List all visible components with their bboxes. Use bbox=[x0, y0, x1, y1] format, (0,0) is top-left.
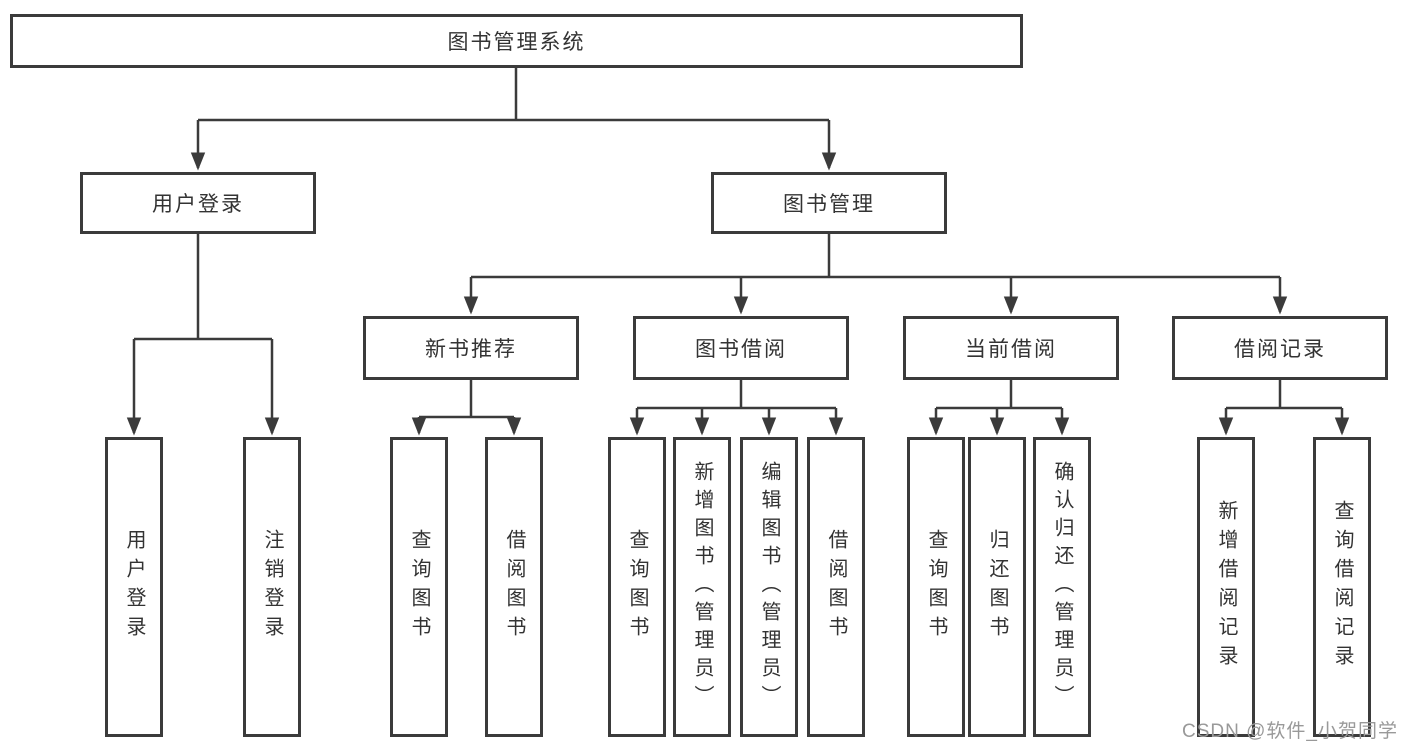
node-user-login: 用户登录 bbox=[80, 172, 316, 234]
leaf-query-borrow-record: 查询借阅记录 bbox=[1313, 437, 1371, 737]
node-root: 图书管理系统 bbox=[10, 14, 1023, 68]
leaf-recommend-borrow-books-label: 借阅图书 bbox=[503, 529, 525, 645]
connector-book-management bbox=[463, 234, 1288, 315]
connector-current-borrow bbox=[928, 380, 1070, 436]
leaf-edit-book-admin: 编辑图书（管理员） bbox=[740, 437, 798, 737]
leaf-return-book: 归还图书 bbox=[968, 437, 1026, 737]
leaf-query-borrow-record-label: 查询借阅记录 bbox=[1331, 500, 1353, 674]
leaf-recommend-borrow-books: 借阅图书 bbox=[485, 437, 543, 737]
node-book-borrow: 图书借阅 bbox=[633, 316, 849, 380]
connector-new-book-recommend bbox=[411, 380, 522, 436]
watermark: CSDN @软件_小贺同学 bbox=[1182, 721, 1398, 742]
leaf-confirm-return-admin: 确认归还（管理员） bbox=[1033, 437, 1091, 737]
leaf-add-borrow-record: 新增借阅记录 bbox=[1197, 437, 1255, 737]
connector-root bbox=[190, 68, 837, 171]
leaf-add-borrow-record-label: 新增借阅记录 bbox=[1215, 500, 1237, 674]
connector-book-borrow bbox=[629, 380, 844, 436]
connector-borrow-records bbox=[1218, 380, 1350, 436]
leaf-add-book-admin: 新增图书（管理员） bbox=[673, 437, 731, 737]
leaf-user-login: 用户登录 bbox=[105, 437, 163, 737]
node-new-book-recommend-label: 新书推荐 bbox=[425, 338, 517, 361]
node-root-label: 图书管理系统 bbox=[447, 31, 586, 54]
leaf-borrow-books: 借阅图书 bbox=[807, 437, 865, 737]
node-book-borrow-label: 图书借阅 bbox=[695, 338, 787, 361]
leaf-borrow-query-books-label: 查询图书 bbox=[626, 529, 648, 645]
node-borrow-records: 借阅记录 bbox=[1172, 316, 1388, 380]
leaf-logout: 注销登录 bbox=[243, 437, 301, 737]
leaf-borrow-query-books: 查询图书 bbox=[608, 437, 666, 737]
leaf-user-login-label: 用户登录 bbox=[123, 529, 145, 645]
leaf-current-query-books: 查询图书 bbox=[907, 437, 965, 737]
leaf-edit-book-admin-label: 编辑图书（管理员） bbox=[758, 461, 780, 713]
node-new-book-recommend: 新书推荐 bbox=[363, 316, 579, 380]
node-current-borrow: 当前借阅 bbox=[903, 316, 1119, 380]
leaf-logout-label: 注销登录 bbox=[261, 529, 283, 645]
leaf-return-book-label: 归还图书 bbox=[986, 529, 1008, 645]
leaf-recommend-query-books-label: 查询图书 bbox=[408, 529, 430, 645]
leaf-recommend-query-books: 查询图书 bbox=[390, 437, 448, 737]
node-book-management: 图书管理 bbox=[711, 172, 947, 234]
node-current-borrow-label: 当前借阅 bbox=[965, 338, 1057, 361]
leaf-borrow-books-label: 借阅图书 bbox=[825, 529, 847, 645]
connector-user-login bbox=[126, 234, 280, 436]
node-borrow-records-label: 借阅记录 bbox=[1234, 338, 1326, 361]
leaf-add-book-admin-label: 新增图书（管理员） bbox=[691, 461, 713, 713]
node-book-management-label: 图书管理 bbox=[783, 193, 875, 216]
node-user-login-label: 用户登录 bbox=[152, 193, 244, 216]
leaf-confirm-return-admin-label: 确认归还（管理员） bbox=[1051, 461, 1073, 713]
leaf-current-query-books-label: 查询图书 bbox=[925, 529, 947, 645]
